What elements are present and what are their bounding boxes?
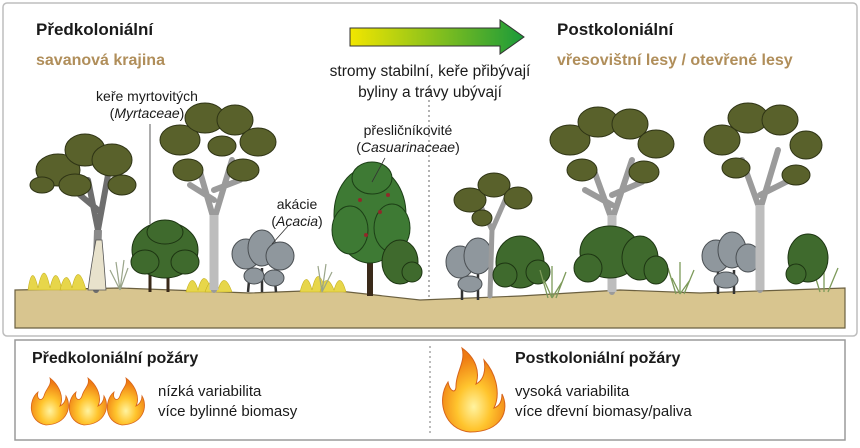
myrtaceae-latin: Myrtaceae bbox=[114, 105, 180, 121]
acacia-leader bbox=[271, 225, 289, 245]
left-title: Předkoloniální bbox=[36, 20, 154, 39]
casuarinaceae-label: přesličníkovité (Casuarinaceae) bbox=[318, 122, 498, 156]
eucalyptus-tree bbox=[453, 172, 533, 299]
acacia-latin-line: (Acacia) bbox=[271, 213, 323, 229]
transition-line-1: stromy stabilní, keře přibývají bbox=[329, 63, 531, 80]
grass-clumps-right bbox=[539, 262, 839, 299]
left-fire-line-1: nízká variabilita bbox=[158, 383, 262, 400]
acacia-common: akácie bbox=[276, 196, 318, 212]
casuarinaceae-latin: Casuarinaceae bbox=[360, 139, 456, 155]
right-fire-description: vysoká variabilita více dřevní biomasy/p… bbox=[515, 382, 692, 422]
shrub bbox=[573, 225, 669, 285]
left-fire-description: nízká variabilita více bylinné biomasy bbox=[158, 382, 297, 422]
left-subtitle: savanová krajina bbox=[36, 52, 165, 69]
transition-line-2: byliny a trávy ubývají bbox=[358, 84, 502, 101]
myrtaceae-latin-line: (Myrtaceae) bbox=[109, 105, 185, 121]
acacia-shrub bbox=[445, 237, 493, 300]
casuarina-tree bbox=[331, 161, 411, 296]
casuarinaceae-latin-line: (Casuarinaceae) bbox=[356, 139, 460, 155]
transition-arrow bbox=[349, 19, 525, 55]
right-fire-title: Postkoloniální požáry bbox=[515, 350, 681, 367]
shrub bbox=[492, 235, 551, 289]
low-variability-flames bbox=[30, 376, 145, 426]
myrtaceae-common: keře myrtovitých bbox=[96, 88, 198, 104]
left-fire-title: Předkoloniální požáry bbox=[32, 350, 199, 367]
casuarina-leader bbox=[371, 157, 386, 183]
eucalyptus-tree bbox=[29, 133, 137, 293]
eucalyptus-tree bbox=[159, 102, 277, 293]
right-title: Postkoloniální bbox=[557, 20, 674, 39]
casuarinaceae-common: přesličníkovité bbox=[363, 122, 453, 138]
right-subtitle: vřesovištní lesy / otevřené lesy bbox=[557, 52, 793, 69]
right-fire-line-2: více dřevní biomasy/paliva bbox=[515, 403, 692, 420]
acacia-label: akácie (Acacia) bbox=[262, 196, 332, 230]
eucalyptus-tree bbox=[703, 102, 823, 293]
myrtaceae-shrub bbox=[130, 219, 200, 292]
acacia-shrub bbox=[231, 229, 295, 293]
herbs-left bbox=[109, 259, 333, 293]
eucalyptus-tree bbox=[549, 106, 675, 295]
acacia-shrub bbox=[701, 231, 761, 294]
myrtaceae-label: keře myrtovitých (Myrtaceae) bbox=[52, 88, 242, 122]
shrub bbox=[785, 233, 829, 285]
transition-text: stromy stabilní, keře přibývají byliny a… bbox=[290, 61, 570, 103]
left-fire-line-2: více bylinné biomasy bbox=[158, 403, 298, 420]
shrub bbox=[381, 239, 423, 285]
high-variability-flame bbox=[442, 346, 506, 433]
right-fire-line-1: vysoká variabilita bbox=[515, 383, 630, 400]
acacia-latin: Acacia bbox=[275, 213, 319, 229]
